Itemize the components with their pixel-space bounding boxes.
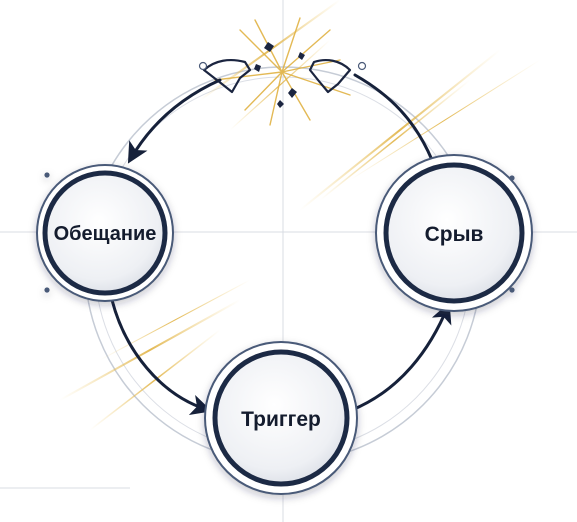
node-label-breakdown: Срыв: [425, 223, 484, 246]
node-promise: [36, 164, 174, 302]
arrow-breakdown-to-promise: [127, 78, 222, 164]
spark-streaks: [59, 0, 541, 431]
cycle-arrows: [110, 73, 452, 415]
arc-to-breakdown-top: [353, 73, 434, 162]
arrow-promise-to-trigger: [110, 298, 213, 415]
arrow-trigger-to-breakdown: [350, 302, 452, 412]
node-breakdown: [375, 154, 533, 312]
node-label-trigger: Триггер: [241, 408, 321, 431]
node-trigger: [204, 341, 358, 495]
node-label-promise: Обещание: [54, 223, 157, 245]
broken-link-burst: [198, 17, 367, 126]
